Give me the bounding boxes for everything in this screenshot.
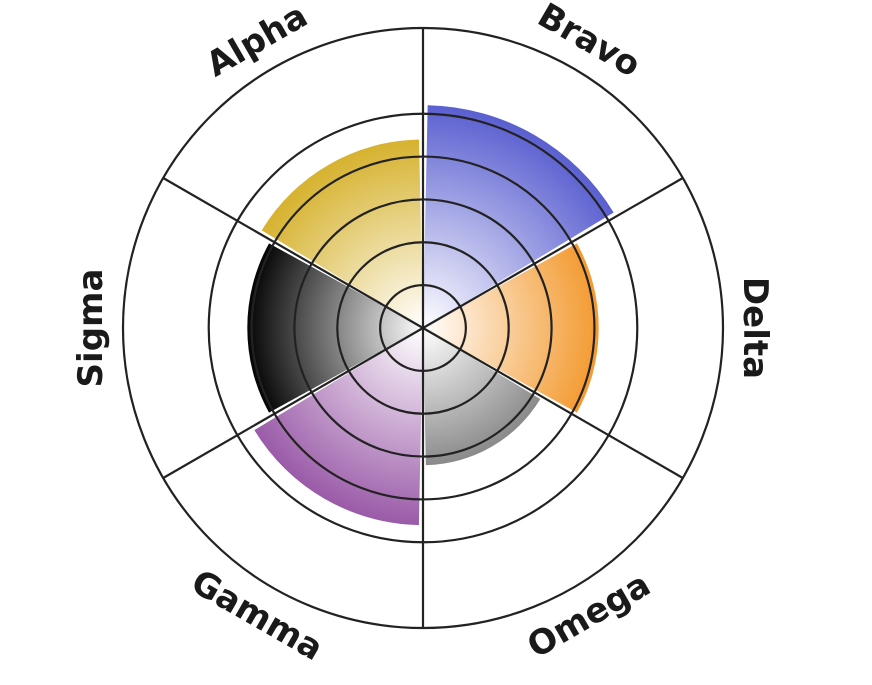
grid-layer bbox=[121, 26, 725, 630]
sector-alpha bbox=[261, 139, 423, 328]
category-label-bravo: Bravo bbox=[531, 0, 647, 86]
sector-sigma bbox=[247, 243, 423, 413]
sector-gamma bbox=[254, 328, 423, 526]
category-label-sigma: Sigma bbox=[71, 269, 111, 388]
category-label-omega: Omega bbox=[521, 565, 658, 667]
category-label-delta: Delta bbox=[735, 277, 775, 379]
grid-spoke-3 bbox=[422, 327, 684, 479]
sector-layer bbox=[247, 105, 614, 526]
grid-spoke-6 bbox=[162, 177, 424, 329]
sector-bravo bbox=[423, 105, 614, 328]
category-label-alpha: Alpha bbox=[200, 0, 315, 85]
sector-delta bbox=[423, 243, 599, 413]
grid-spoke-2 bbox=[422, 177, 684, 329]
sector-omega bbox=[423, 328, 541, 466]
grid-spoke-5 bbox=[162, 327, 424, 479]
